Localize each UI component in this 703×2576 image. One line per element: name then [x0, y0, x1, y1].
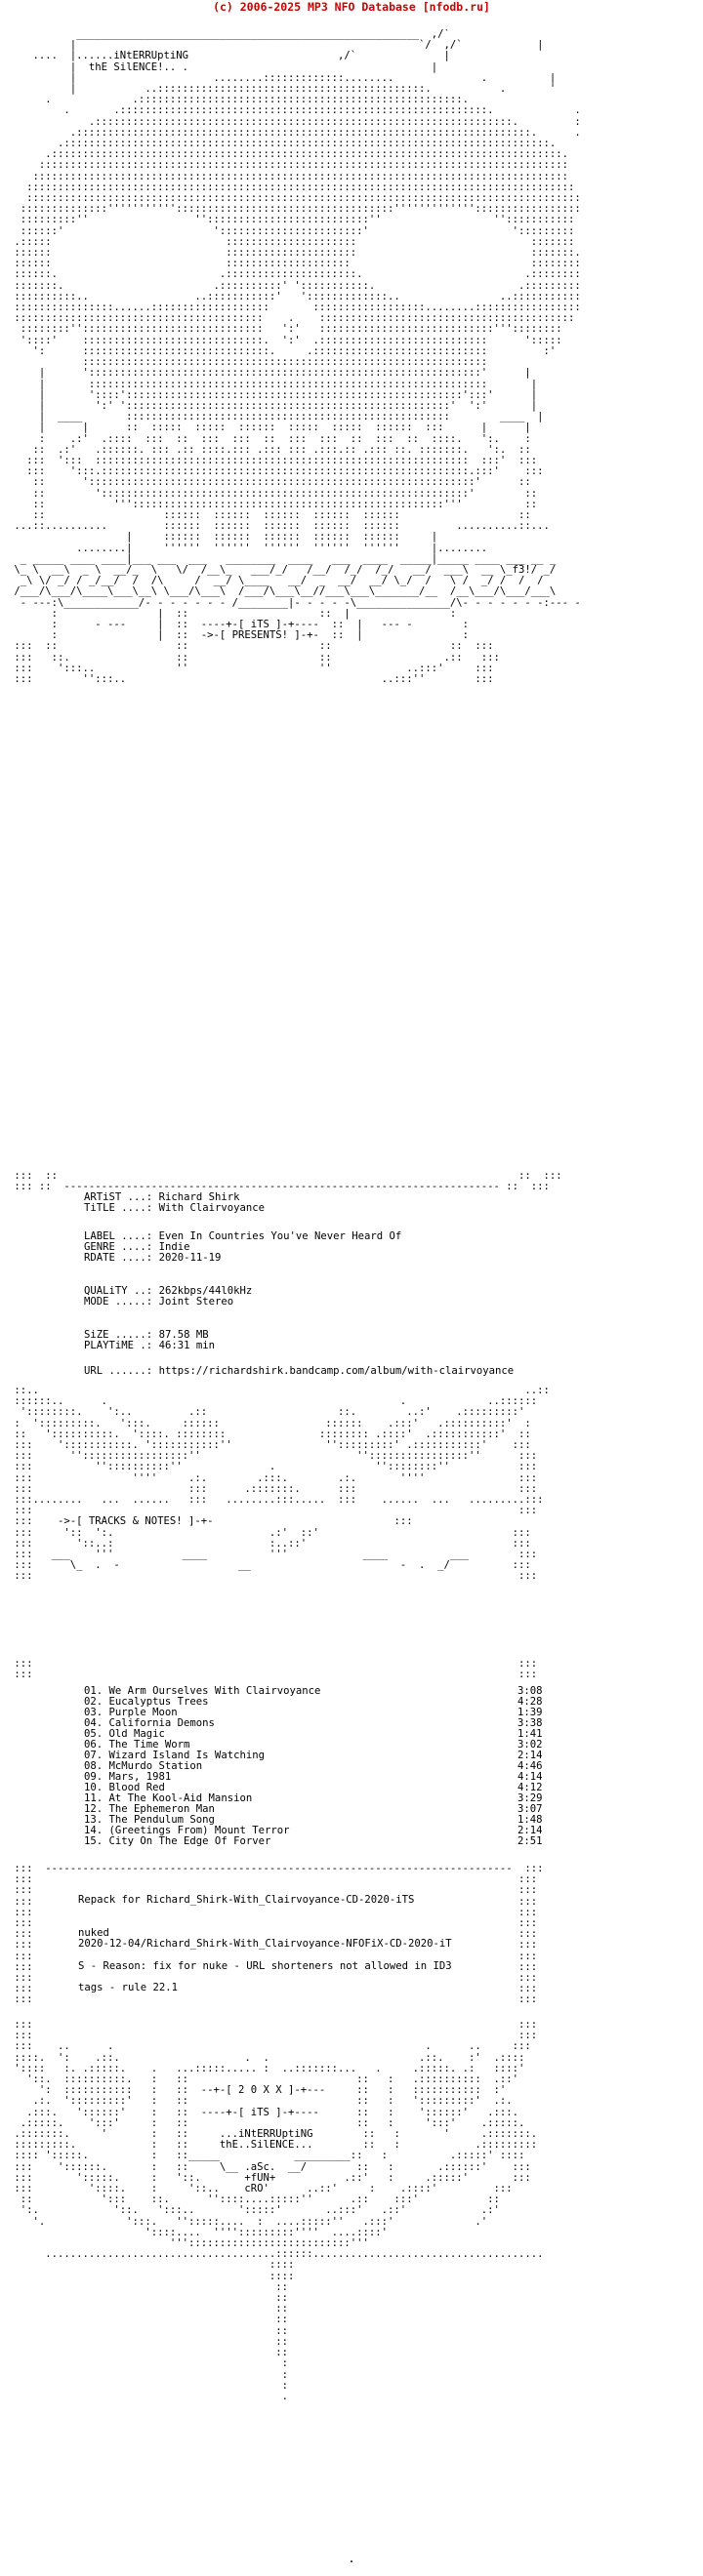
nuked-note: nuked [78, 1927, 109, 1939]
ascii-skull-art: ________________________________________… [14, 29, 581, 685]
size-value: 87.58 MB [158, 1329, 209, 1341]
size-row: SiZE .....: 87.58 MB [84, 1329, 209, 1341]
track-time: 1:41 [517, 1728, 543, 1740]
track-item: 01. We Arm Ourselves With Clairvoyance [84, 1685, 321, 1697]
genre-value: Indie [158, 1241, 190, 1253]
url-value[interactable]: https://richardshirk.bandcamp.com/album/… [158, 1365, 515, 1377]
track-time: 3:02 [517, 1739, 543, 1751]
genre-row: GENRE ....: Indie [84, 1241, 190, 1253]
playtime-value: 46:31 min [158, 1340, 215, 1351]
footer-line-1: ...iNtERRUptiNG [219, 2128, 313, 2141]
tail-dot: . [348, 2552, 355, 2565]
footer-line-2: thE..SilENCE... [219, 2139, 313, 2152]
mode-row: MODE .....: Joint Stereo [84, 1296, 234, 1308]
track-time: 3:38 [517, 1717, 543, 1729]
nuke-line: 2020-12-04/Richard_Shirk-With_Clairvoyan… [78, 1938, 452, 1950]
tracks-header: ->-[ TRACKS & NOTES! ]-+- [58, 1515, 214, 1528]
track-item: 08. McMurdo Station [84, 1760, 203, 1772]
track-time: 4:46 [517, 1760, 543, 1772]
rdate-value: 2020-11-19 [158, 1252, 222, 1264]
track-time: 1:48 [517, 1814, 543, 1826]
repack-note: Repack for Richard_Shirk-With_Clairvoyan… [78, 1894, 415, 1906]
track-item: 02. Eucalyptus Trees [84, 1696, 209, 1708]
its-tag: ----+-[ iTS ]-+---- [200, 618, 319, 630]
track-item: 03. Purple Moon [84, 1707, 178, 1718]
track-time: 3:07 [517, 1803, 543, 1815]
track-item: 11. At The Kool-Aid Mansion [84, 1792, 253, 1804]
tracks-frame: ::: ::: ::: ::: [14, 1659, 538, 1681]
track-time: 4:28 [517, 1696, 543, 1708]
notes-frame: ::: ------------------------------------… [14, 1864, 544, 2006]
presents-tag: ->-[ PRESENTS! ]-+- [200, 629, 319, 642]
nuke-reason-2: tags - rule 22.1 [78, 1982, 179, 1993]
track-item: 07. Wizard Island Is Watching [84, 1750, 265, 1761]
quality-row: QUALiTY ..: 262kbps/44l0kHz [84, 1285, 253, 1297]
track-time: 2:14 [517, 1825, 543, 1836]
url-row: URL ......: https://richardshirk.bandcam… [84, 1365, 515, 1377]
release-info-block: ::: :: :: ::: ::: :: -------------------… [14, 1171, 562, 1193]
ascii-footer-art: ::: ::: ::: ::: ::: .. . [14, 2020, 544, 2402]
track-time: 4:12 [517, 1782, 543, 1793]
footer-credit-1: .aSc. [244, 2160, 276, 2173]
header-line-1: ....iNtERRUptiNG [88, 50, 188, 62]
track-time: 2:14 [517, 1750, 543, 1761]
track-time: 3:29 [517, 1792, 543, 1804]
track-time: 3:08 [517, 1685, 543, 1697]
track-item: 15. City On The Edge Of Forver [84, 1835, 271, 1847]
ascii-middle-art: ::.. ..:: ::::::.. . . ..:::::: ':::::::… [14, 1386, 550, 1583]
track-item: 13. The Pendulum Song [84, 1814, 215, 1826]
mode-value: Joint Stereo [158, 1296, 234, 1308]
title-row: TiTLE ....: With Clairvoyance [84, 1202, 265, 1214]
site-banner: (c) 2006-2025 MP3 NFO Database [nfodb.ru… [213, 0, 490, 14]
artist-value: Richard Shirk [158, 1191, 240, 1203]
track-item: 09. Mars, 1981 [84, 1771, 172, 1783]
track-time: 4:14 [517, 1771, 543, 1783]
title-value: With Clairvoyance [158, 1202, 265, 1214]
quality-value: 262kbps/44l0kHz [158, 1285, 253, 1297]
rdate-row: RDATE ....: 2020-11-19 [84, 1252, 222, 1264]
label-row: LABEL ....: Even In Countries You've Nev… [84, 1230, 402, 1242]
playtime-row: PLAYTiME .: 46:31 min [84, 1340, 215, 1351]
footer-year: --+-[ 2 0 X X ]-+--- [200, 2084, 326, 2097]
header-line-2: thE SilENCE!.. . [88, 60, 188, 73]
track-item: 06. The Time Worm [84, 1739, 190, 1751]
track-item: 12. The Ephemeron Man [84, 1803, 215, 1815]
track-item: 04. California Demons [84, 1717, 215, 1729]
label-value: Even In Countries You've Never Heard Of [158, 1230, 402, 1242]
track-item: 05. Old Magic [84, 1728, 165, 1740]
footer-credit-2: +fUN+ [244, 2171, 276, 2184]
artist-row: ARTiST ...: Richard Shirk [84, 1191, 240, 1203]
track-item: 10. Blood Red [84, 1782, 165, 1793]
track-item: 14. (Greetings From) Mount Terror [84, 1825, 290, 1836]
track-time: 2:51 [517, 1835, 543, 1847]
track-time: 1:39 [517, 1707, 543, 1718]
nuke-reason: S - Reason: fix for nuke - URL shortener… [78, 1960, 452, 1972]
footer-its: ----+-[ iTS ]-+---- [200, 2106, 319, 2118]
footer-credit-3: cRO' [244, 2183, 269, 2195]
